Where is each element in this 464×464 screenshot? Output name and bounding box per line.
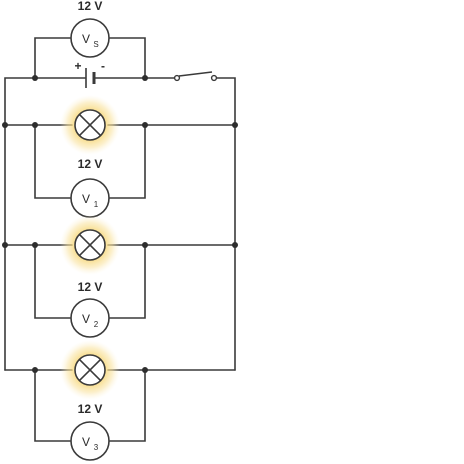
- battery-minus-sign: -: [101, 59, 105, 73]
- branch-2: [2, 242, 238, 371]
- source-voltmeter: V S: [70, 18, 110, 58]
- branch-1-voltage-label: 12 V: [78, 157, 103, 171]
- battery-plus-sign: +: [74, 59, 81, 73]
- voltmeter-2-letter: V: [82, 312, 90, 326]
- lamp-1: [60, 95, 120, 155]
- voltmeter-3-subscript: 3: [94, 443, 99, 452]
- main-supply-wire: [4, 77, 236, 126]
- branch-1: [2, 122, 238, 246]
- source-voltage-label: 12 V: [78, 0, 103, 13]
- voltmeter-3-letter: V: [82, 435, 90, 449]
- voltmeter-1-letter: V: [82, 192, 90, 206]
- junction-dot: [32, 75, 38, 81]
- source-voltmeter-subscript: S: [93, 40, 98, 49]
- voltmeter-3: V 3: [70, 421, 110, 461]
- junction-dot: [142, 75, 148, 81]
- source-voltmeter-loop: [34, 37, 146, 79]
- voltmeter-1: V 1: [70, 178, 110, 218]
- lamp-2: [60, 215, 120, 275]
- battery-symbol: [85, 68, 96, 88]
- voltmeter-1-subscript: 1: [94, 200, 99, 209]
- branch-3-voltage-label: 12 V: [78, 402, 103, 416]
- switch-symbol: [173, 71, 218, 82]
- voltmeter-2-subscript: 2: [94, 320, 99, 329]
- branch-3: [4, 367, 236, 442]
- source-voltmeter-letter: V: [82, 32, 90, 46]
- voltmeter-2: V 2: [70, 298, 110, 338]
- branch-2-voltage-label: 12 V: [78, 280, 103, 294]
- lamp-3: [60, 340, 120, 400]
